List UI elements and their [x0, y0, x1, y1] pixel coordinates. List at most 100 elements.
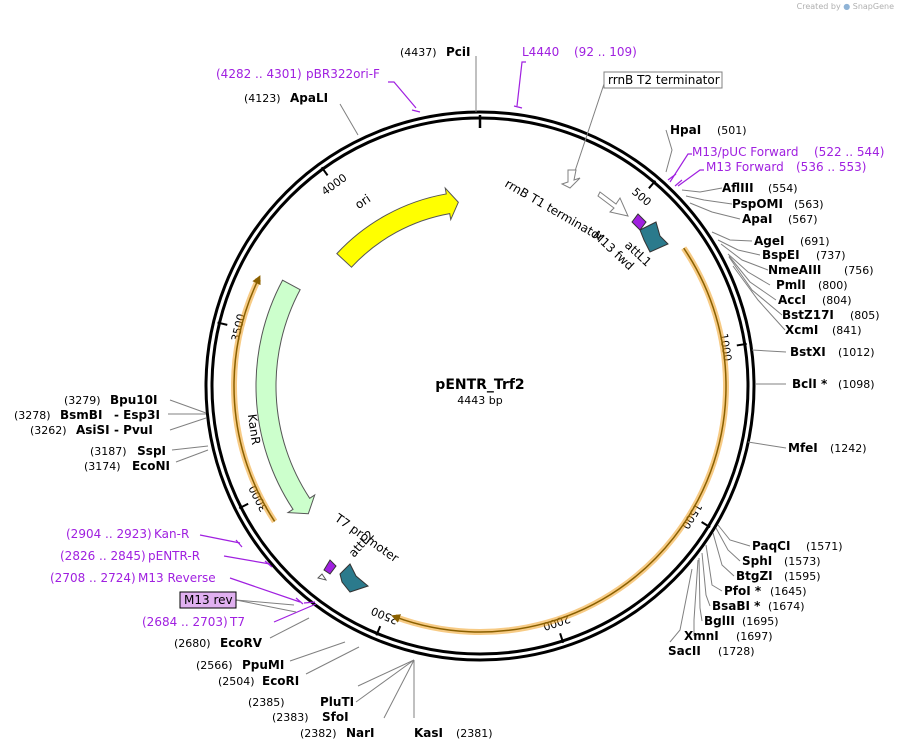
- insert-highlight: [394, 246, 729, 635]
- site-esp3i: - Esp3I: [114, 408, 160, 422]
- site-pcii-pos: (4437): [400, 46, 437, 59]
- site-bstxi: BstXI: [790, 345, 826, 359]
- bottom-site-labels: KasI (2381) NarI (2382) SfoI (2383) PluT…: [174, 636, 493, 740]
- site-aflIII-pos: (554): [768, 182, 798, 195]
- site-bspei-pos: (737): [816, 249, 846, 262]
- site-bglii-pos: (1695): [742, 615, 779, 628]
- credit-brand: SnapGene: [852, 2, 894, 11]
- site-econi-pos: (3174): [84, 460, 121, 473]
- tick-3000: [238, 502, 249, 510]
- primer-l4440-range: (92 .. 109): [574, 45, 637, 59]
- site-sphi: SphI: [742, 554, 772, 568]
- site-asisi-pos: (3262): [30, 424, 67, 437]
- insert-arc: [391, 247, 727, 633]
- site-pluti-pos: (2385): [248, 696, 285, 709]
- site-pcii: PciI: [446, 45, 471, 59]
- primer-pentrr-range: (2826 .. 2845): [60, 549, 146, 563]
- tick-1500: [701, 521, 711, 529]
- rrnb-t2-box: [603, 71, 723, 89]
- site-xcmi: XcmI: [785, 323, 818, 337]
- site-ecorv-pos: (2680): [174, 637, 211, 650]
- ori-arrow: [336, 186, 459, 268]
- site-agei: AgeI: [754, 234, 784, 248]
- site-bpu10i: Bpu10I: [110, 393, 157, 407]
- insert2-arc: [233, 275, 276, 522]
- right-site-labels: HpaI (501) AflIII (554) PspOMI (563) Apa…: [668, 123, 880, 658]
- site-paqci-pos: (1571): [806, 540, 843, 553]
- site-bstz17i-pos: (805): [850, 309, 880, 322]
- tick-2500: [375, 625, 382, 636]
- site-mfei-pos: (1242): [830, 442, 867, 455]
- rrnb-t1-marker: [597, 191, 629, 217]
- primer-kanr-range: (2904 .. 2923): [66, 527, 152, 541]
- primer-pbr322-range: (4282 .. 4301): [216, 67, 302, 81]
- site-bglii: BglII: [704, 614, 735, 628]
- site-pspomi: PspOMI: [732, 197, 783, 211]
- site-ppumi: PpuMI: [242, 658, 284, 672]
- attl2-arrow: [339, 563, 370, 593]
- site-ecorv: EcoRV: [220, 636, 263, 650]
- m13rev-leaders: [235, 599, 297, 613]
- left-site-labels: EcoNI (3174) SspI (3187) AsiSI (3262) - …: [14, 45, 471, 473]
- m13-rev-label: M13 rev: [184, 593, 233, 607]
- site-pfoi-pos: (1645): [770, 585, 807, 598]
- primer-labels: L4440 (92 .. 109) M13/pUC Forward (522 .…: [50, 45, 884, 629]
- m13-fwd-marker: [631, 213, 647, 231]
- primer-m13puc-range: (522 .. 544): [814, 145, 884, 159]
- primer-t7-range: (2684 .. 2703): [142, 615, 228, 629]
- site-pspomi-pos: (563): [794, 198, 824, 211]
- site-pluti: PluTI: [320, 695, 354, 709]
- site-xmni-pos: (1697): [736, 630, 773, 643]
- site-ecori: EcoRI: [262, 674, 299, 688]
- site-bcli-pos: (1098): [838, 378, 875, 391]
- feature-layer: [231, 186, 729, 635]
- site-sphi-pos: (1573): [784, 555, 821, 568]
- site-nari-pos: (2382): [300, 727, 337, 740]
- right-leaders: [665, 129, 787, 643]
- rrnb-t2-label: rrnB T2 terminator: [608, 73, 720, 87]
- left-leaders: [168, 56, 477, 463]
- site-xcmi-pos: (841): [832, 324, 862, 337]
- primer-t7: T7: [229, 615, 245, 629]
- site-ppumi-pos: (2566): [196, 659, 233, 672]
- site-agei-pos: (691): [800, 235, 830, 248]
- plasmid-length: 4443 bp: [457, 394, 502, 407]
- site-kasi: KasI: [414, 726, 443, 740]
- site-sspi: SspI: [137, 444, 166, 458]
- site-aflIII: AflIII: [722, 181, 754, 195]
- tick-label-500: 500: [629, 185, 653, 209]
- primer-m13reverse-range: (2708 .. 2724): [50, 571, 136, 585]
- site-apai-pos: (567): [788, 213, 818, 226]
- ori-label: ori: [352, 192, 373, 212]
- site-xmni: XmnI: [684, 629, 719, 643]
- site-apai: ApaI: [742, 212, 772, 226]
- bottom-leaders: [269, 617, 415, 719]
- tick-1000: [736, 342, 747, 347]
- site-econi: EcoNI: [132, 459, 170, 473]
- primer-pbr322: pBR322ori-F: [306, 67, 380, 81]
- tick-4000: [320, 166, 329, 176]
- tick-3500: [217, 321, 228, 326]
- site-pmli-pos: (800): [818, 279, 848, 292]
- site-acci-pos: (804): [822, 294, 852, 307]
- site-sfoi-pos: (2383): [272, 711, 309, 724]
- credit-prefix: Created by: [796, 2, 841, 11]
- primer-m13reverse: M13 Reverse: [138, 571, 216, 585]
- primer-l4440: L4440: [522, 45, 559, 59]
- site-apali-pos: (4123): [244, 92, 281, 105]
- tick-label-2500: 2500: [369, 604, 400, 627]
- rrnb-t1-label: rrnB T1 terminator: [503, 176, 607, 244]
- primer-m13fwd-range: (536 .. 553): [796, 160, 866, 174]
- site-bspei: BspEI: [762, 248, 800, 262]
- site-bcli: BclI *: [792, 377, 828, 391]
- primer-lines: [199, 61, 704, 623]
- site-bsabi-pos: (1674): [768, 600, 805, 613]
- site-paqci: PaqCI: [752, 539, 790, 553]
- site-asisi: AsiSI: [76, 423, 110, 437]
- t7-marker: [323, 559, 337, 575]
- site-bstxi-pos: (1012): [838, 346, 875, 359]
- primer-m13fwd: M13 Forward: [706, 160, 784, 174]
- backbone-outer: [204, 110, 756, 662]
- primer-pentrr: pENTR-R: [148, 549, 200, 563]
